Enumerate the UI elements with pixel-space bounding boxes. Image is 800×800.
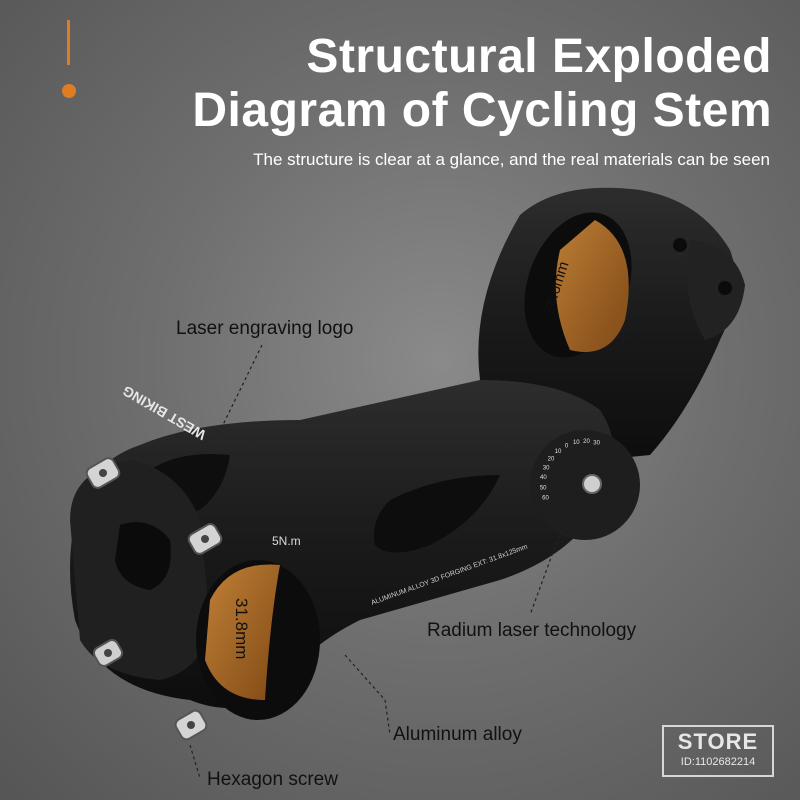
hexagon-screw-4: [174, 709, 208, 741]
page-subtitle: The structure is clear at a glance, and …: [253, 150, 770, 169]
scale-tick-label: 30: [593, 441, 600, 447]
faceplate-window: [115, 522, 171, 590]
body-window: [374, 475, 500, 553]
clamp-bolt-hole-2: [718, 281, 732, 295]
scale-tick-label: 20: [548, 456, 555, 462]
label-radium: Radium laser technology: [427, 620, 637, 641]
hexagon-screw-3: [92, 639, 124, 667]
logo-callout-line: [217, 344, 263, 436]
aluminum-callout-line: [344, 654, 391, 736]
clamp-bolt-hole: [673, 238, 687, 252]
brand-logo: WEST BIKING: [120, 383, 209, 444]
store-watermark: STORE ID:1102682214: [662, 725, 774, 777]
torque-marking: 5N.m: [272, 534, 301, 548]
scale-tick-label: 40: [540, 475, 547, 481]
scale-tick-label: 20: [583, 439, 590, 445]
scale-tick-label: 10: [555, 449, 562, 455]
scale-tick-label: 60: [542, 495, 549, 501]
store-label: STORE: [677, 729, 759, 754]
steerer-clamp-ear: [687, 240, 745, 340]
scale-tick-label: 0: [565, 443, 569, 449]
hinge-center-bolt: [582, 474, 602, 494]
scale-tick-label: 30: [543, 465, 550, 471]
bar-clamp-dimension: 31.8mm: [232, 598, 251, 659]
steerer-bore-copper: [555, 220, 629, 352]
radium-callout-line: [529, 524, 564, 616]
accent-bar: [67, 20, 70, 65]
label-hexagon-screw: Hexagon screw: [207, 769, 338, 790]
title-line-1: Structural Exploded: [306, 30, 772, 83]
page-title: Structural Exploded Diagram of Cycling S…: [192, 30, 772, 138]
scale-tick-label: 10: [573, 440, 580, 446]
title-line-2: Diagram of Cycling Stem: [192, 84, 772, 137]
hexagon-screw-1: [85, 457, 121, 489]
hexagon-screw-2: [187, 523, 223, 555]
label-laser-logo: Laser engraving logo: [176, 318, 354, 339]
store-id: ID:1102682214: [680, 756, 756, 768]
label-aluminum: Aluminum alloy: [393, 724, 522, 745]
scale-tick-label: 50: [540, 485, 547, 491]
bar-bore-copper: [205, 564, 280, 700]
screw-callout-line: [189, 744, 201, 779]
accent-dot: [62, 84, 76, 98]
